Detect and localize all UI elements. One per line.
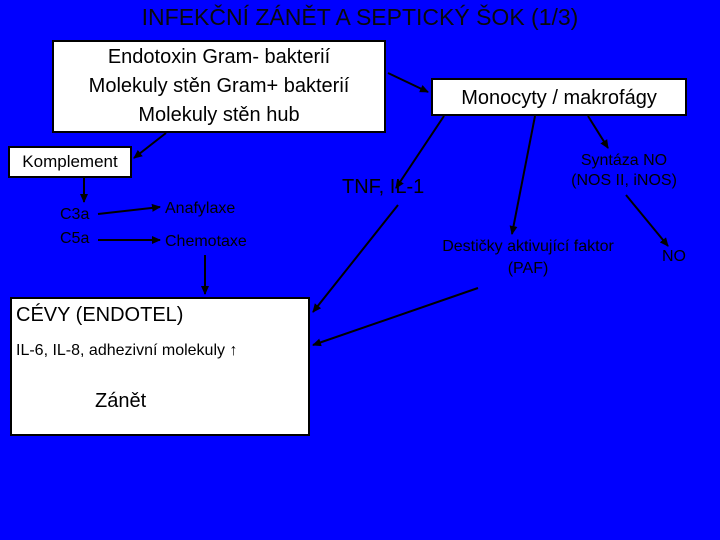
source-endotoxin: Endotoxin Gram- bakterií (107, 46, 331, 68)
cytokines-label: TNF, IL-1 (342, 176, 425, 198)
c3a-label: C3a (60, 206, 90, 223)
arrow-monocytes-to-paf (509, 115, 536, 235)
no-synthase-label: Syntáza NO (NOS II, iNOS) (548, 151, 700, 191)
complement-label: Komplement (22, 152, 118, 171)
monocytes-box: Monocyty / makrofágy (431, 78, 687, 116)
c5a-label: C5a (60, 230, 90, 247)
paf-line1: Destičky aktivující faktor (442, 238, 614, 255)
paf-label: Destičky aktivující faktor (PAF) (418, 236, 638, 280)
no-synthase-line1: Syntáza NO (580, 152, 668, 169)
no-synthase-line2: (NOS II, iNOS) (571, 172, 677, 189)
slide-title: INFEKČNÍ ZÁNĚT A SEPTICKÝ ŠOK (1/3) (141, 4, 579, 30)
monocytes-label: Monocyty / makrofágy (461, 87, 657, 109)
paf-line2: (PAF) (507, 260, 549, 277)
no-label: NO (662, 248, 686, 265)
source-gram-positive: Molekuly stěn Gram+ bakterií (88, 75, 350, 97)
pathogen-sources-box: Endotoxin Gram- bakterií Molekuly stěn G… (52, 40, 386, 133)
vessels-molecules: IL-6, IL-8, adhezivní molekuly ↑ (16, 342, 238, 359)
arrow-sources-to-complement (133, 132, 167, 159)
arrow-monocytes-to-nos (587, 115, 609, 149)
source-fungi: Molekuly stěn hub (138, 104, 300, 126)
chemotaxis-label: Chemotaxe (165, 233, 247, 250)
arrow-paf-to-vessels (312, 287, 479, 347)
complement-box: Komplement (8, 146, 132, 178)
arrow-tnf-to-vessels (312, 204, 399, 313)
arrow-c3a-to-anaphylaxis (97, 203, 161, 215)
vessels-title: CÉVY (ENDOTEL) (16, 304, 184, 326)
anaphylaxis-label: Anafylaxe (165, 200, 236, 217)
arrow-sources-to-monocytes (387, 72, 429, 93)
vessels-box (10, 297, 310, 436)
inflammation-label: Zánět (95, 390, 147, 412)
